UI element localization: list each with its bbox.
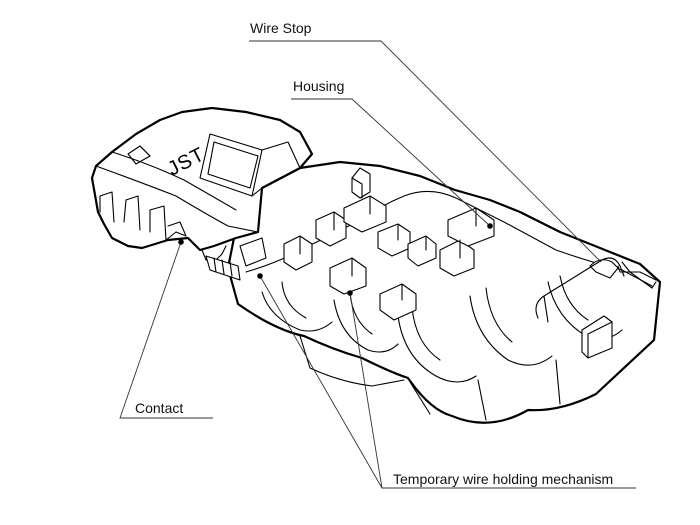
contact-leader: [119, 241, 213, 419]
holding-leader: [259, 275, 636, 489]
connector-housing-drawing: [90, 106, 662, 424]
contact-label: Contact: [135, 400, 183, 416]
holding-dot-right: [347, 290, 353, 296]
wire-channels: [261, 275, 623, 421]
holding-mechanism-label: Temporary wire holding mechanism: [393, 471, 613, 487]
housing-leader: [291, 98, 491, 227]
housing-outline: [226, 160, 662, 424]
housing-label: Housing: [293, 78, 344, 94]
wire-stop-leader: [249, 40, 602, 263]
callout-dots: [178, 223, 493, 296]
housing-dot: [487, 223, 493, 229]
front-end-block: [90, 106, 314, 281]
separator-ribs: [283, 167, 495, 321]
wire-stop-label: Wire Stop: [250, 20, 312, 36]
wire-stop-drawing: [535, 257, 657, 359]
contact-dot: [178, 239, 184, 245]
callout-leaders: [119, 40, 636, 489]
holding-dot-left: [257, 273, 263, 279]
